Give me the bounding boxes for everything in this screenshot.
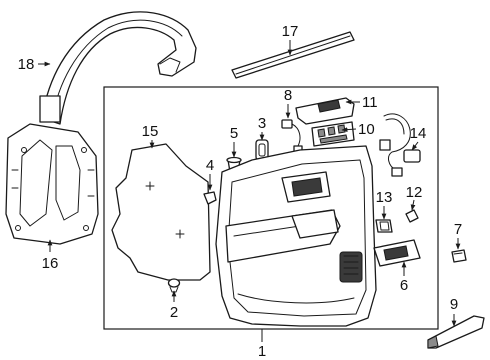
callout-17: 17: [282, 23, 299, 40]
part-4-clip: [203, 191, 217, 205]
callout-7: 7: [454, 221, 462, 238]
callout-1: 1: [258, 343, 266, 360]
part-15-insulator-pad: [111, 143, 211, 281]
part-14-wire-harness: [379, 113, 421, 177]
callout-3: 3: [258, 115, 266, 132]
callout-2: 2: [170, 304, 178, 321]
part-1-door-trim-panel: [215, 145, 377, 327]
assembly-frame: [103, 86, 439, 330]
part-6-lock-switch-bezel: [373, 239, 421, 267]
part-12-push-pin: [405, 209, 419, 223]
callout-13: 13: [376, 189, 393, 206]
callout-18: 18: [18, 56, 35, 73]
callout-8: 8: [284, 87, 292, 104]
callout-15: 15: [142, 123, 159, 140]
part-18-window-frame-molding: [39, 11, 197, 125]
callout-14: 14: [410, 125, 427, 142]
leader-lines: [38, 40, 461, 342]
callout-4: 4: [206, 157, 214, 174]
callout-10: 10: [358, 121, 375, 138]
callout-9: 9: [450, 296, 458, 313]
callout-5: 5: [230, 125, 238, 142]
callout-12: 12: [406, 184, 423, 201]
part-11-handle-cover: [295, 97, 355, 125]
part-8-wire-connector: [281, 119, 303, 153]
part-9-trim-strip: [427, 315, 485, 349]
callout-labels: 1 2 3 4 5 6 7 8 9 10 11 12 13 14 15 16 1…: [18, 23, 463, 360]
part-17-belt-molding: [231, 31, 355, 79]
callout-11: 11: [362, 94, 378, 111]
callout-16: 16: [42, 255, 59, 272]
part-10-window-switch: [311, 121, 355, 147]
callout-6: 6: [400, 277, 408, 294]
part-7-cap: [451, 249, 467, 263]
part-2-fastener: [167, 278, 181, 293]
part-13-clip: [375, 219, 393, 233]
part-16-inner-bracket: [5, 123, 99, 245]
